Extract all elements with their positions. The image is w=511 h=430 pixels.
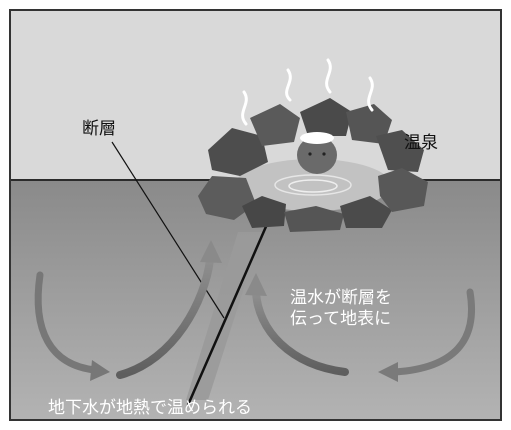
fault-line bbox=[186, 221, 270, 406]
hot-water-channel bbox=[186, 232, 262, 400]
bather-eye bbox=[322, 152, 326, 156]
rock-icon bbox=[208, 128, 268, 176]
rock-icon bbox=[250, 104, 300, 146]
arrow-head-icon bbox=[200, 240, 222, 263]
hot-water-label-line1: 温水が断層を bbox=[290, 288, 392, 308]
rock-icon bbox=[340, 196, 392, 228]
water-ripple bbox=[288, 179, 338, 193]
arrow-head-icon bbox=[245, 273, 267, 296]
hot-water-label: 温水が断層を 伝って地表に bbox=[290, 288, 392, 331]
rock-icon bbox=[242, 196, 286, 228]
steam-icon bbox=[367, 76, 374, 112]
rock-icon bbox=[346, 104, 392, 144]
hot-water-label-line2: 伝って地表に bbox=[290, 309, 392, 330]
arrow-head-icon bbox=[90, 360, 110, 381]
curved-arrow-icon bbox=[116, 256, 214, 379]
rock-icon bbox=[378, 168, 428, 212]
curved-arrow-icon bbox=[252, 288, 349, 376]
steam-icon bbox=[241, 90, 248, 126]
towel-icon bbox=[300, 132, 334, 144]
hot-spring-label: 温泉 bbox=[404, 133, 438, 153]
rock-icon bbox=[284, 206, 344, 232]
bather-icon bbox=[297, 136, 337, 174]
rock-icon bbox=[300, 98, 352, 136]
fault-label: 断層 bbox=[82, 119, 116, 139]
hot-spring-water bbox=[235, 159, 391, 211]
steam-icon bbox=[285, 68, 292, 102]
rock-icon bbox=[376, 130, 424, 172]
frame bbox=[9, 9, 502, 421]
water-ripple bbox=[274, 174, 352, 196]
bather-eye bbox=[308, 152, 312, 156]
curved-arrow-icon bbox=[391, 288, 475, 376]
curved-arrow-icon bbox=[34, 271, 99, 374]
steam-icon bbox=[325, 58, 332, 94]
arrow-head-icon bbox=[378, 362, 398, 382]
rock-icon bbox=[198, 176, 256, 220]
groundwater-label: 地下水が地熱で温められる bbox=[48, 398, 252, 418]
